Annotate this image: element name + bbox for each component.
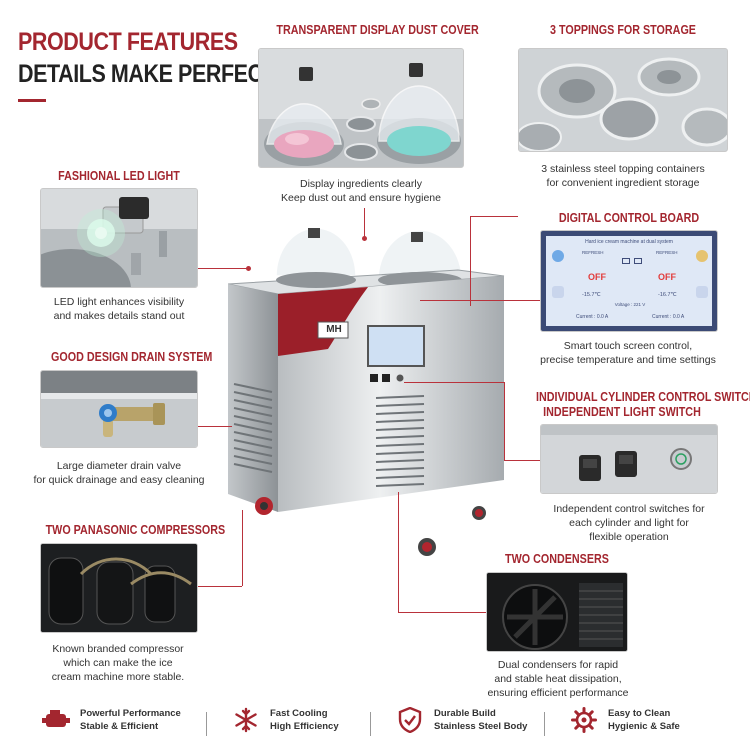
condensers-caption-2: and stable heat dissipation, [494, 673, 622, 685]
ice-cream-machine [227, 214, 508, 554]
right-cylinder-icon [634, 258, 642, 264]
left-state[interactable]: OFF [588, 272, 606, 282]
connector-drain [198, 426, 232, 427]
switch-caption-2: each cylinder and light for [569, 517, 689, 529]
connector-compressors-v [242, 510, 243, 586]
feature-clean-line-1: Easy to Clean [608, 708, 671, 719]
snowflake-icon [232, 706, 260, 734]
compressors-caption-1: Known branded compressor [52, 643, 184, 655]
connector-switch-h [404, 382, 504, 383]
feature-cooling-line-2: High Efficiency [270, 721, 339, 732]
left-refresh-label: REFRESH [582, 250, 604, 255]
compressors-title: TWO PANASONIC COMPRESSORS [45, 523, 226, 537]
compressors-photo [40, 543, 198, 633]
led-caption-2: and makes details stand out [53, 310, 185, 322]
connector-dot [362, 236, 367, 241]
control-board-caption-2: precise temperature and time settings [540, 354, 716, 366]
feature-performance-line-2: Stable & Efficient [80, 721, 159, 732]
rear-wheel [472, 506, 486, 520]
connector-dot [246, 266, 251, 271]
toppings-photo [518, 48, 728, 152]
feature-durable-line-1: Durable Build [434, 708, 496, 719]
connector-dust-cover [364, 208, 365, 238]
compressors-caption-3: cream machine more stable. [51, 671, 185, 683]
header-line-2: DETAILS MAKE PERFECT [18, 60, 276, 88]
dust-cover-caption-1: Display ingredients clearly [300, 178, 422, 190]
dust-cover-photo [258, 48, 464, 168]
left-temp: -15.7℃ [582, 292, 601, 298]
feature-divider [544, 712, 545, 736]
connector-led [198, 268, 248, 269]
connector-toppings-h [470, 216, 518, 217]
bulb-icon [696, 250, 708, 262]
header-line-1: PRODUCT FEATURES [18, 28, 238, 56]
dust-cover-title: TRANSPARENT DISPLAY DUST COVER [276, 23, 479, 37]
drain-caption-1: Large diameter drain valve [56, 460, 182, 472]
condensers-caption-1: Dual condensers for rapid [497, 659, 619, 671]
gear-icon[interactable] [552, 286, 564, 298]
feature-durable-line-2: Stainless Steel Body [434, 721, 528, 732]
shield-check-icon [396, 706, 424, 734]
condensers-caption-3: ensuring efficient performance [487, 687, 629, 699]
header-underline [18, 99, 46, 102]
feature-divider [206, 712, 207, 736]
switch-title-1: INDIVIDUAL CYLINDER CONTROL SWITCH [536, 390, 750, 404]
voltage-readout: Voltage : 221 V [614, 302, 646, 307]
drain-title: GOOD DESIGN DRAIN SYSTEM [51, 350, 213, 364]
touch-screen: Hard ice cream machine at dual system RE… [546, 236, 712, 326]
right-temp: -16.7℃ [658, 292, 677, 298]
led-photo [40, 188, 198, 288]
switch-title-2: INDEPENDENT LIGHT SWITCH [543, 405, 701, 419]
switch-photo [540, 424, 718, 494]
connector-compressors-h [198, 586, 242, 587]
switch-caption-3: flexible operation [589, 531, 669, 543]
led-caption-1: LED light enhances visibility [53, 296, 185, 308]
snowflake-icon [552, 250, 564, 262]
control-board-photo: Hard ice cream machine at dual system RE… [540, 230, 718, 332]
feature-divider [370, 712, 371, 736]
feature-clean-line-2: Hygienic & Safe [608, 721, 680, 732]
toppings-title: 3 TOPPINGS FOR STORAGE [550, 23, 696, 37]
connector-condensers-h [398, 612, 486, 613]
right-current: Current : 0.0 A [652, 314, 685, 320]
gear-icon [570, 706, 598, 734]
feature-cooling-line-1: Fast Cooling [270, 708, 328, 719]
machine-logo: MH [326, 323, 342, 335]
connector-control-board [420, 300, 540, 301]
control-board-title: DIGITAL CONTROL BOARD [558, 211, 700, 225]
led-title: FASHIONAL LED LIGHT [58, 169, 180, 183]
screen-headline: Hard ice cream machine at dual system [585, 239, 673, 245]
compressors-caption-2: which can make the ice [63, 657, 173, 669]
left-cylinder-icon [622, 258, 630, 264]
toppings-caption-2: for convenient ingredient storage [546, 177, 700, 189]
toppings-caption-1: 3 stainless steel topping containers [541, 163, 705, 175]
drain-photo [40, 370, 198, 448]
connector-switch-v [504, 382, 505, 460]
connector-toppings-v [470, 216, 471, 306]
right-state[interactable]: OFF [658, 272, 676, 282]
control-board-caption-1: Smart touch screen control, [563, 340, 693, 352]
engine-icon [42, 706, 70, 734]
power-icon[interactable] [696, 286, 708, 298]
switch-caption-1: Independent control switches for [553, 503, 705, 515]
dust-cover-caption-2: Keep dust out and ensure hygiene [281, 192, 441, 204]
connector-condensers-v [398, 492, 399, 612]
left-current: Current : 0.0 A [576, 314, 609, 320]
drain-caption-2: for quick drainage and easy cleaning [33, 474, 205, 486]
condensers-title: TWO CONDENSERS [505, 552, 609, 566]
right-refresh-label: REFRESH [656, 250, 678, 255]
feature-performance-line-1: Powerful Performance [80, 708, 181, 719]
front-wheel [418, 538, 436, 556]
connector-switch-h2 [504, 460, 540, 461]
condensers-photo [486, 572, 628, 652]
